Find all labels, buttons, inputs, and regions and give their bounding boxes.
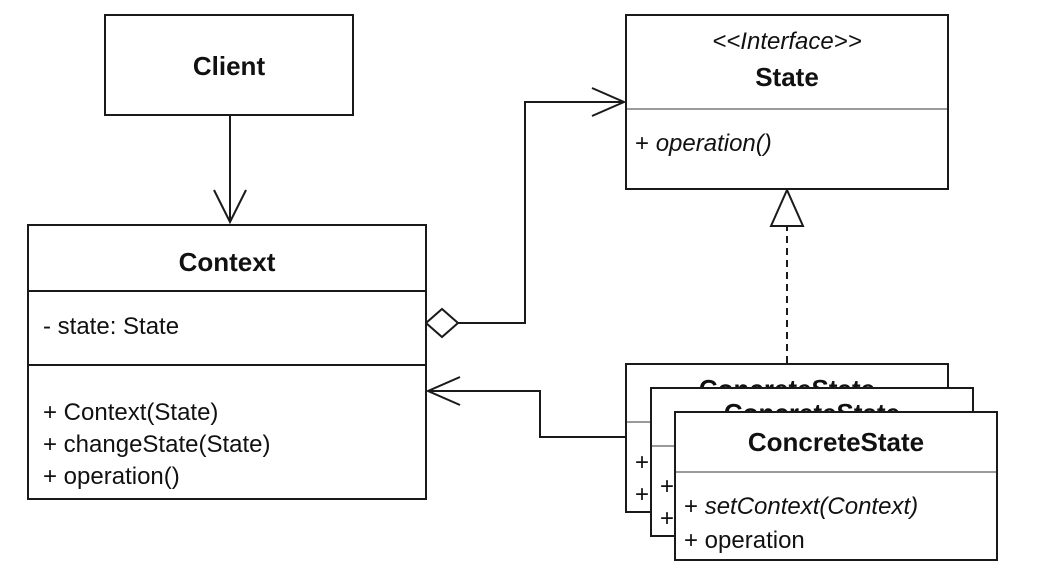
state-interface-title: State <box>755 62 819 92</box>
interface-stereotype: <<Interface>> <box>712 28 862 55</box>
concretestate-op-prefix: + <box>635 481 650 508</box>
concretestate-class-front: ConcreteState + setContext(Context) + op… <box>674 411 998 561</box>
concretestate-operation: + operation <box>684 527 805 554</box>
concretestate-op-prefix: + <box>635 449 650 476</box>
aggregation-diamond-icon <box>424 307 460 339</box>
concretestate-title: ConcreteState <box>747 427 925 457</box>
concretestate-operation: + setContext(Context) <box>684 493 919 520</box>
client-class-title: Client <box>192 51 266 81</box>
realization-triangle-icon <box>769 187 805 227</box>
context-title-divider <box>29 290 425 292</box>
concretestate-context-arrowhead <box>425 376 461 406</box>
context-class: Context - state: State + Context(State) … <box>27 224 427 500</box>
context-attribute-divider <box>29 364 425 366</box>
context-state-arrowhead <box>591 87 627 117</box>
client-class: Client <box>104 14 354 116</box>
state-operation: + operation() <box>635 130 772 157</box>
state-interface: <<Interface>> State + operation() <box>625 14 949 190</box>
context-attribute: - state: State <box>43 313 180 340</box>
concretestate-op-prefix: + <box>660 473 675 500</box>
context-operation: + operation() <box>43 463 180 490</box>
context-operation: + Context(State) <box>43 399 219 426</box>
concretestate-context-line <box>428 390 628 438</box>
concretestate-divider <box>676 471 996 473</box>
context-class-title: Context <box>178 247 276 277</box>
state-interface-divider <box>627 108 947 110</box>
context-operation: + changeState(State) <box>43 431 271 458</box>
client-context-arrowhead <box>213 189 247 225</box>
context-state-association-line <box>458 101 624 324</box>
concretestate-op-prefix: + <box>660 505 675 532</box>
